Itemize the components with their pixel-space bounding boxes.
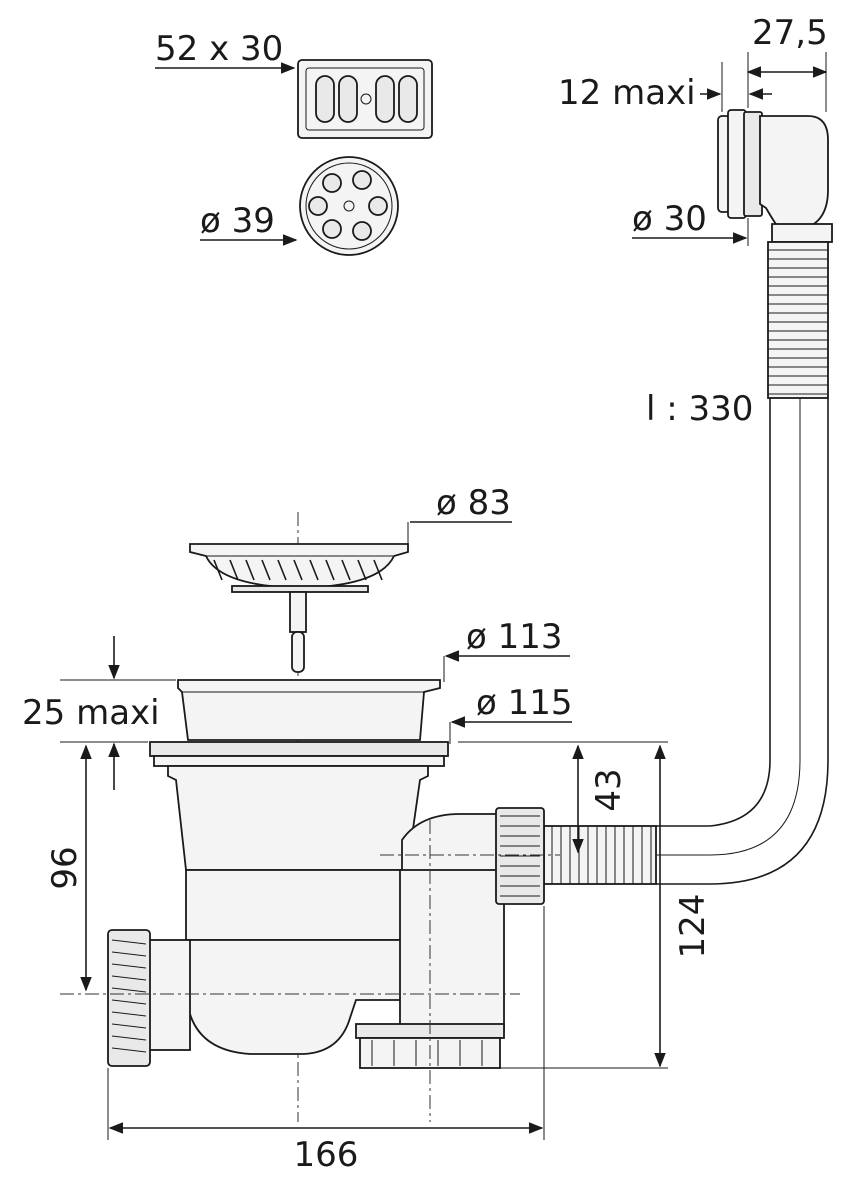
flange-diameter-label: ø 115 [476, 683, 573, 723]
strainer-slot [213, 559, 223, 581]
outlet-height-label: 96 [45, 846, 85, 889]
strainer-slot [309, 559, 319, 581]
overflow-hose [543, 241, 829, 885]
overflow-length-label: 27,5 [752, 13, 828, 53]
overflow-thickness-label: 12 maxi [558, 73, 696, 113]
nut-rib [111, 987, 147, 993]
rectangular-grid [297, 59, 433, 139]
nut-rib [111, 1023, 147, 1029]
strainer-diameter-label: ø 83 [436, 483, 511, 523]
nut-rib [111, 939, 147, 945]
strainer-slot [229, 559, 239, 581]
strainer-slot [245, 559, 255, 581]
nut-rib [111, 999, 147, 1005]
nut-rib [111, 1035, 147, 1041]
strainer-slot [357, 559, 367, 581]
total-width-label: 166 [294, 1135, 359, 1175]
strainer-slot [293, 559, 303, 581]
sink-thickness-label: 25 maxi [22, 693, 160, 733]
bowl-diameter-label: ø 113 [466, 617, 563, 657]
drain-body [107, 679, 545, 1069]
side-height-label: 43 [589, 768, 629, 811]
grid-size-label: 52 x 30 [155, 29, 283, 69]
strainer-slot [261, 559, 271, 581]
strainer-slot [341, 559, 351, 581]
hose-length-label: l : 330 [646, 389, 753, 429]
nut-rib [111, 963, 147, 969]
nut-rib [111, 975, 147, 981]
overflow-diameter-label: ø 30 [632, 199, 707, 239]
overflow-head [717, 109, 833, 243]
total-height-label: 124 [673, 894, 713, 959]
strainer-slot [277, 559, 287, 581]
nut-rib [111, 1047, 147, 1053]
strainer-basket [189, 543, 409, 673]
round-grid [299, 156, 399, 256]
nut-rib [111, 951, 147, 957]
strainer-slot [325, 559, 335, 581]
strainer-slot [373, 559, 383, 581]
round-grid-diameter-label: ø 39 [200, 201, 275, 241]
nut-rib [111, 1011, 147, 1017]
